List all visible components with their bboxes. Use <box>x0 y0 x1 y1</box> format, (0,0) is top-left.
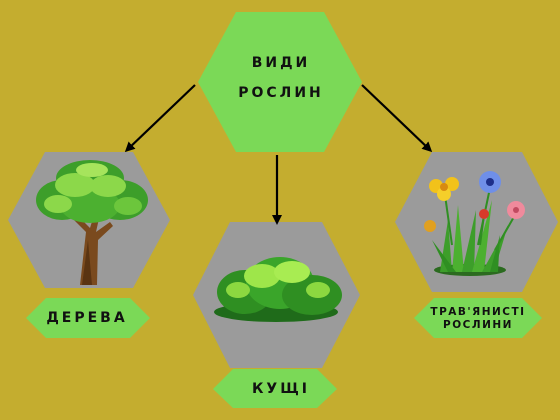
herbs-label-line1: ТРАВ'ЯНИСТІ <box>430 306 526 318</box>
wildflowers-illustration <box>424 171 525 276</box>
root-hexagon <box>198 12 362 152</box>
shrubs-label-ribbon <box>213 369 337 408</box>
tree-illustration <box>36 160 148 285</box>
arrow-to-herbs <box>361 84 433 153</box>
arrow-to-trees <box>124 84 196 153</box>
herbs-label-line2: РОСЛИНИ <box>443 319 513 331</box>
root-title: ВИДИ РОСЛИН <box>210 48 352 108</box>
herbs-label-ribbon <box>414 298 542 338</box>
trees-label: ДЕРЕВА <box>46 310 128 326</box>
root-title-line1: ВИДИ <box>251 55 311 71</box>
shrubs-label: КУЩІ <box>251 381 310 397</box>
trees-label-ribbon <box>26 298 150 338</box>
root-title-line2: РОСЛИН <box>238 85 324 101</box>
herbs-label: ТРАВ'ЯНИСТІ РОСЛИНИ <box>418 300 538 338</box>
shrub-illustration <box>214 257 342 322</box>
